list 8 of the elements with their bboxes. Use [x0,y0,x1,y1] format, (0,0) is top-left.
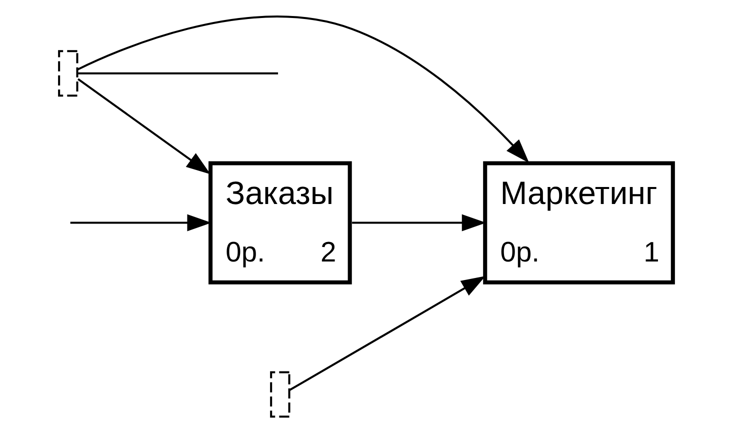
arrow [70,214,212,232]
connector [78,72,278,74]
arrow [288,276,486,392]
node-bracket [58,50,78,97]
arrow [352,214,486,232]
node-bracket [270,371,290,418]
arrow [77,78,211,174]
arrow [76,16,530,163]
